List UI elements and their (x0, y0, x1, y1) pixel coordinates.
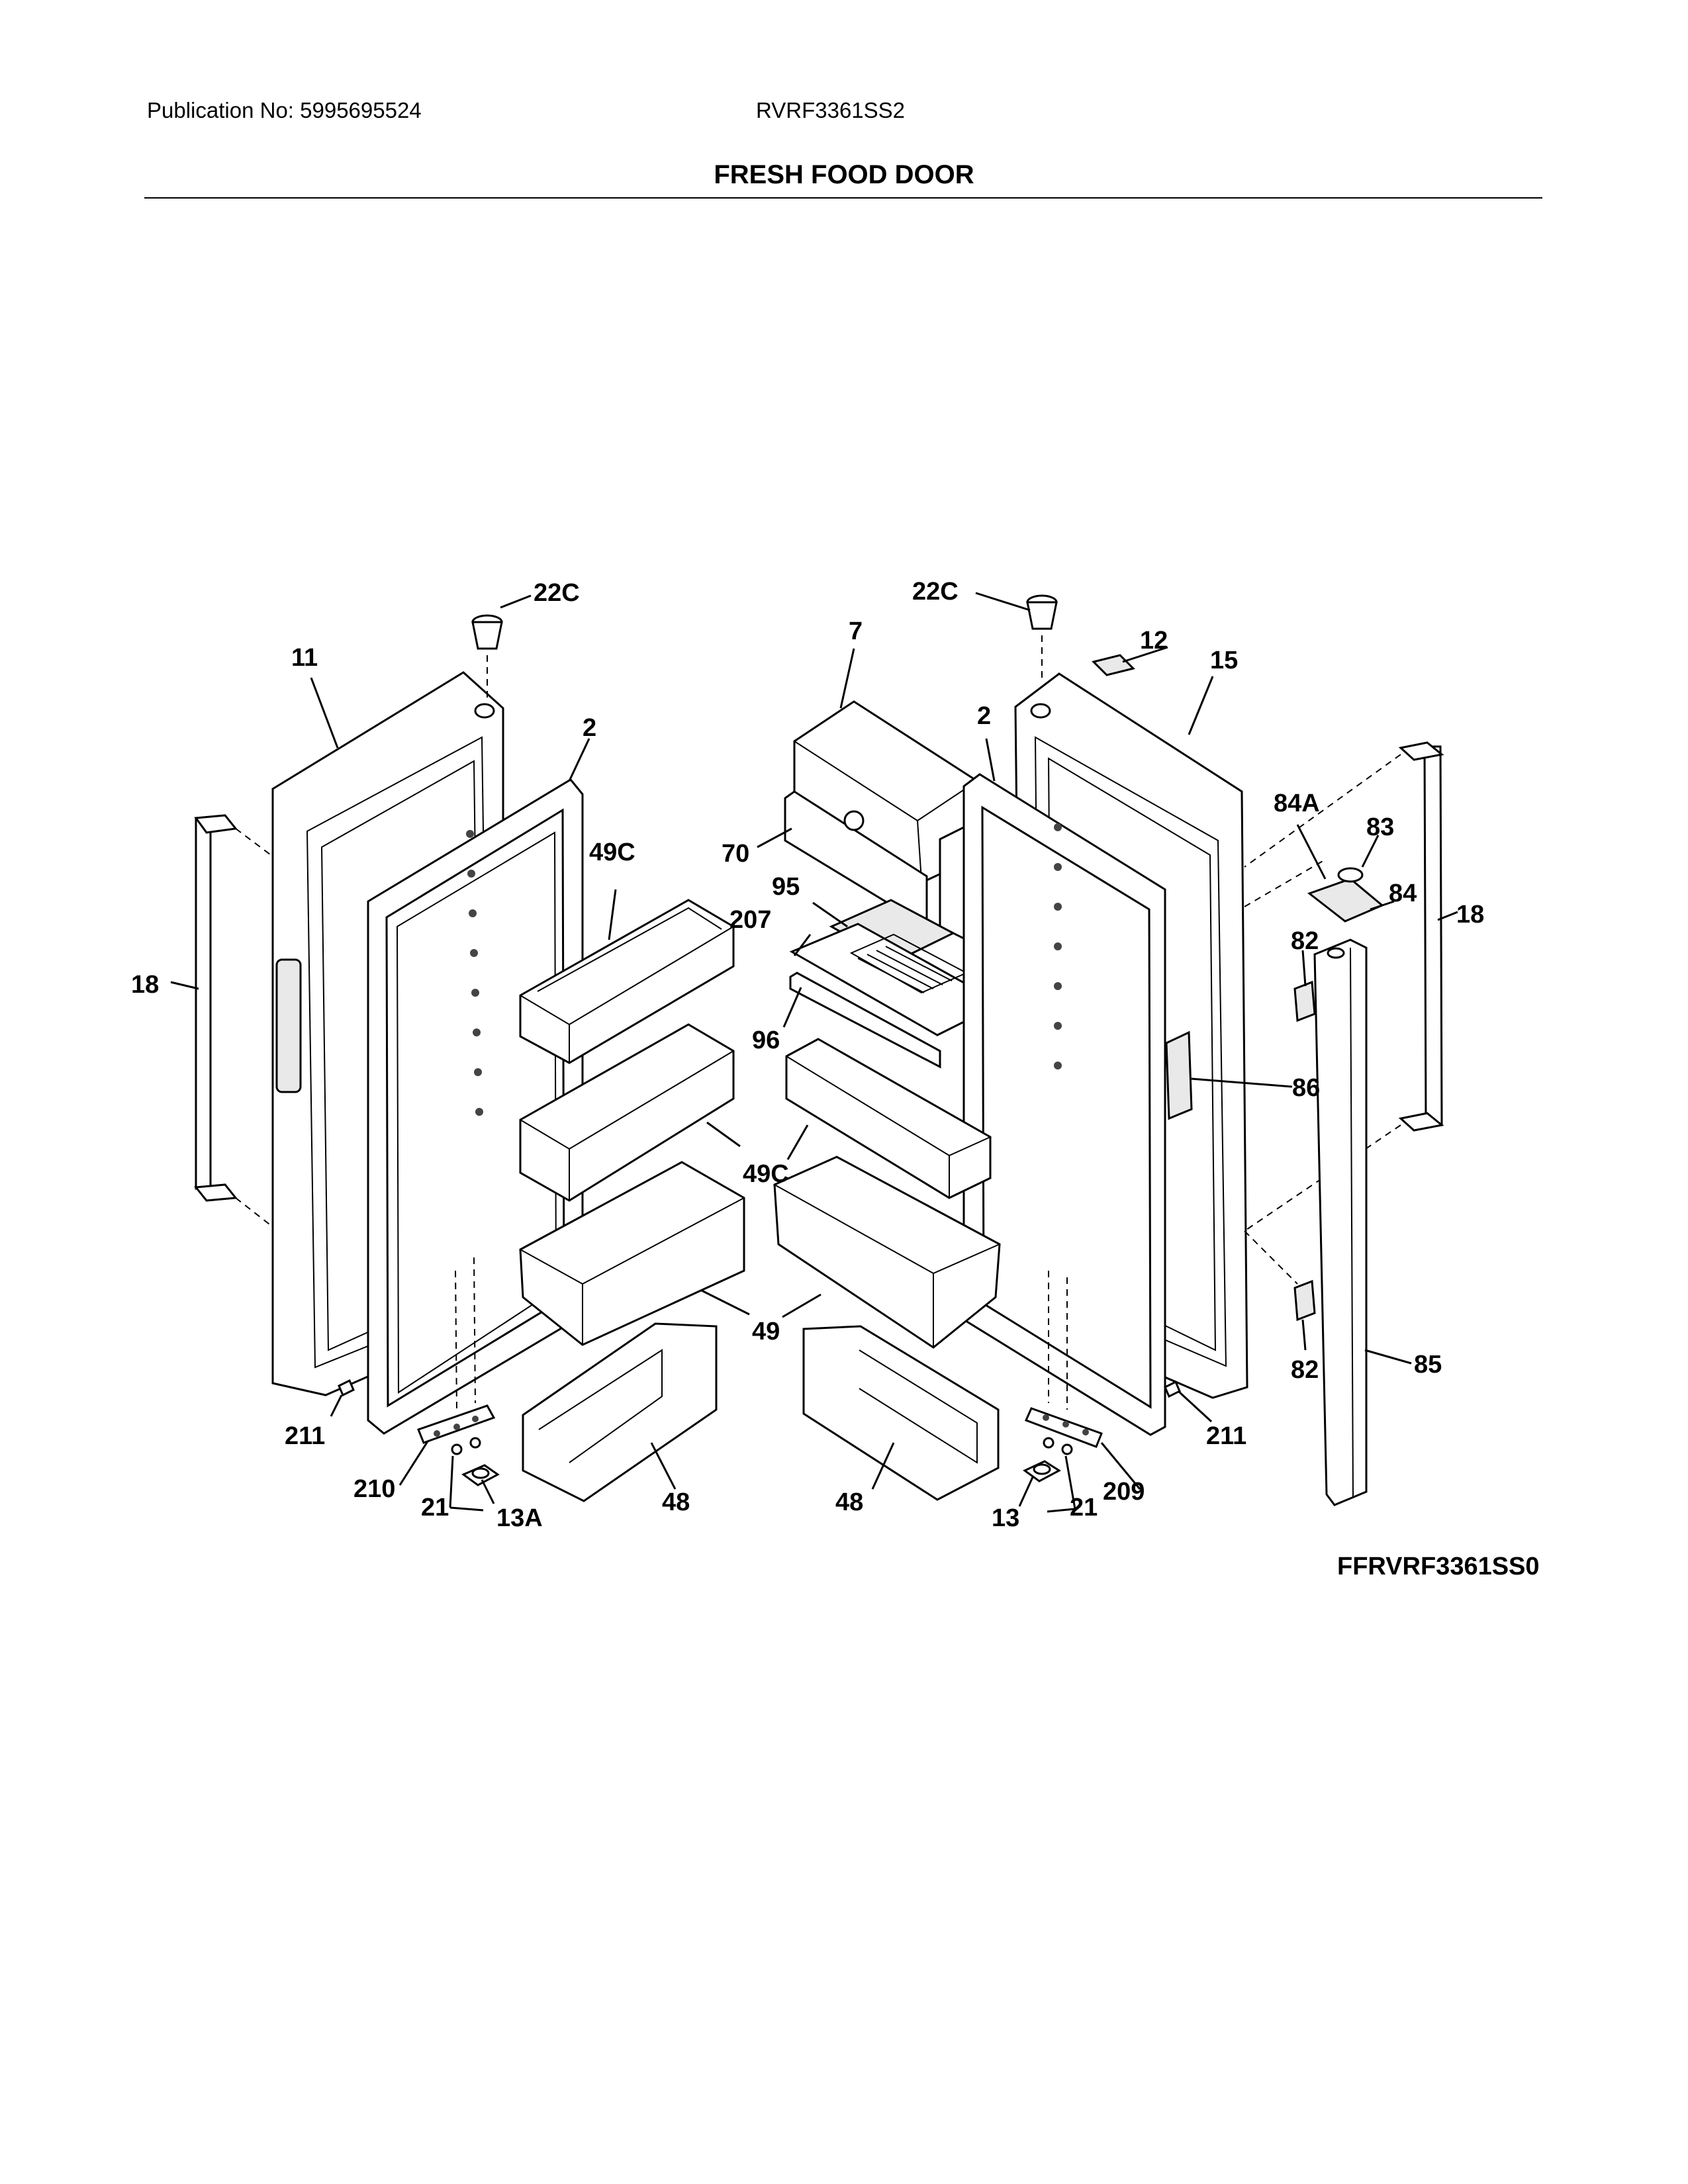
callout-13a: 13A (496, 1504, 543, 1532)
trim-clip-lower (1293, 1279, 1316, 1322)
door-trim-85 (1313, 938, 1368, 1506)
left-door-bin-49c-upper (519, 899, 735, 1064)
left-hinge-cap (471, 614, 503, 702)
callout-96: 96 (752, 1026, 780, 1054)
trim-bracket-84a (1307, 878, 1384, 923)
callout-15: 15 (1210, 647, 1238, 674)
right-door-handle (1244, 741, 1444, 1232)
callout-82-lower: 82 (1291, 1356, 1319, 1384)
callout-2-left: 2 (583, 714, 596, 742)
callout-7: 7 (849, 617, 863, 645)
callout-70: 70 (722, 840, 749, 868)
callout-48-right: 48 (835, 1488, 863, 1516)
right-door-bin-49c (785, 1038, 992, 1199)
callout-49c-right: 49C (743, 1160, 789, 1188)
right-door-stop (1164, 1380, 1181, 1398)
callout-12: 12 (1140, 627, 1168, 655)
callout-49c-left: 49C (589, 839, 635, 866)
callout-209: 209 (1103, 1478, 1145, 1506)
callout-18-right: 18 (1456, 901, 1484, 929)
dairy-shelf-96 (789, 972, 941, 1069)
callout-21-right: 21 (1070, 1494, 1098, 1522)
callout-210: 210 (353, 1475, 395, 1503)
publication-number: Publication No: 5995695524 (147, 98, 422, 122)
left-bottom-hinge (417, 1257, 496, 1444)
nameplate (1092, 654, 1135, 676)
left-door-stop (338, 1379, 355, 1397)
right-hinge-pin-13 (1023, 1460, 1061, 1482)
header-divider (144, 197, 1542, 199)
button-83 (1337, 867, 1364, 883)
right-door-bin-49 (773, 1156, 1001, 1349)
callout-48-left: 48 (662, 1488, 690, 1516)
callout-82-upper: 82 (1291, 927, 1319, 955)
left-door-handle (194, 814, 279, 1232)
callout-84a: 84A (1274, 790, 1320, 817)
callout-2-right: 2 (977, 702, 991, 730)
right-hinge-cap (1026, 594, 1058, 682)
left-hinge-pin-13a (461, 1464, 500, 1486)
left-door-bin-49 (519, 1161, 745, 1346)
callout-22c-right: 22C (912, 578, 959, 606)
dairy-door (784, 790, 928, 929)
right-bottom-hinge (1024, 1271, 1103, 1448)
left-door-bin-49c-lower (519, 1023, 735, 1202)
callout-85: 85 (1414, 1351, 1442, 1379)
trim-clip-upper (1293, 980, 1316, 1023)
callout-21-left: 21 (421, 1494, 449, 1522)
callout-49: 49 (752, 1318, 780, 1345)
callout-11: 11 (291, 644, 318, 672)
callout-207: 207 (729, 906, 771, 934)
callout-13: 13 (992, 1504, 1019, 1532)
callout-84: 84 (1389, 880, 1417, 907)
callout-18-left: 18 (131, 971, 159, 999)
callout-211-left: 211 (285, 1422, 325, 1450)
left-door-bin-48 (522, 1322, 718, 1502)
door-switch-86 (1165, 1030, 1193, 1120)
page-title: FRESH FOOD DOOR (714, 160, 974, 189)
leader-lines (170, 592, 1458, 1513)
left-hinge-screws (451, 1437, 481, 1455)
model-number: RVRF3361SS2 (756, 98, 906, 122)
callout-83: 83 (1366, 813, 1394, 841)
diagram-code: FFRVRF3361SS0 (1337, 1553, 1540, 1580)
right-hinge-screws (1043, 1437, 1073, 1455)
right-door-gasket (962, 773, 1166, 1436)
callout-211-right: 211 (1206, 1422, 1246, 1450)
callout-86: 86 (1292, 1074, 1320, 1102)
right-door-bin-48 (802, 1325, 1000, 1501)
callout-22c-left: 22C (534, 579, 580, 607)
callout-95: 95 (772, 873, 800, 901)
